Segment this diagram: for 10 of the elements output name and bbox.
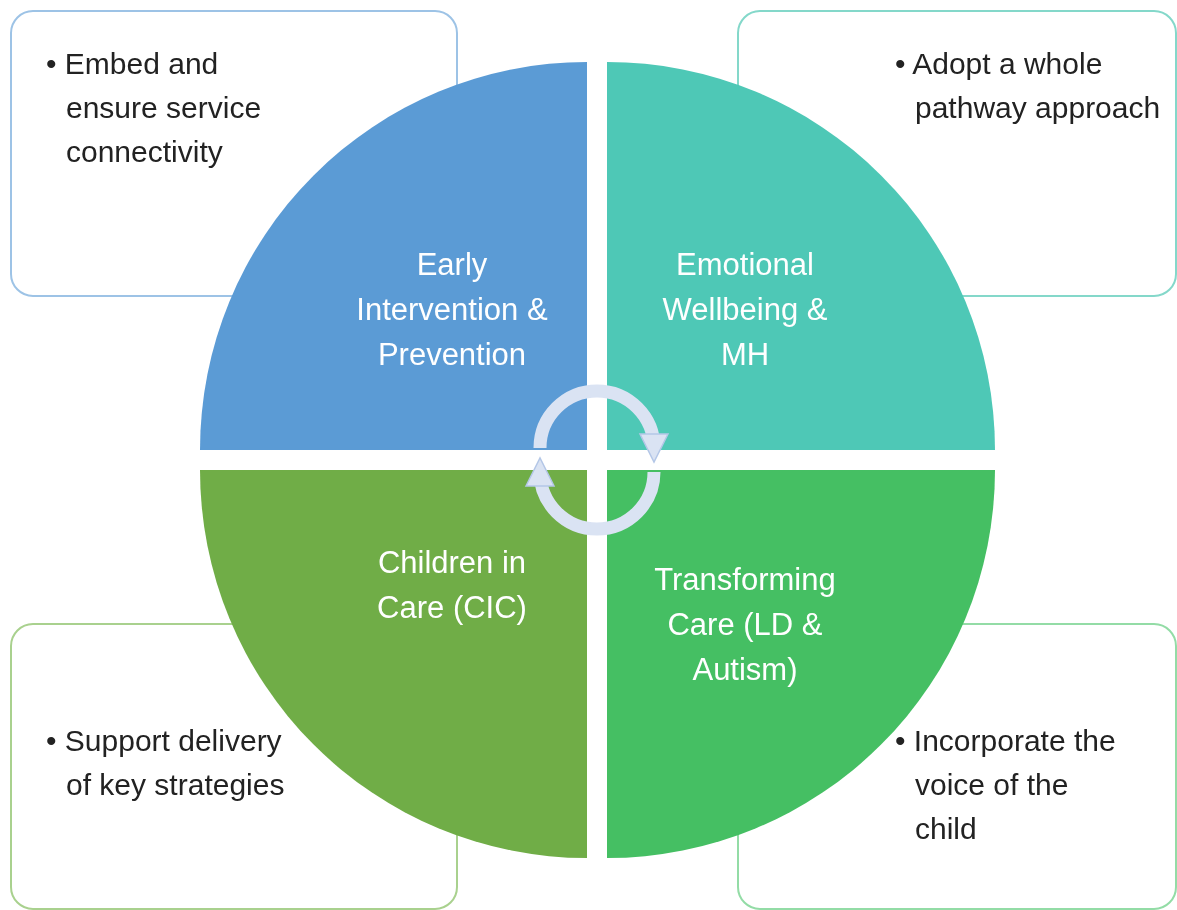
bullet-item: • Embed and ensure service connectivity [46,46,263,170]
segment-label: Early Intervention & Prevention [355,246,549,374]
bullet-item: • Support delivery of key strategies [46,723,286,803]
segment-label: Emotional Wellbeing & MH [661,246,829,374]
bullet-item: • Incorporate the voice of the child [895,723,1117,847]
segment-label: Children in Care (CIC) [376,544,528,627]
bullet-item: • Adopt a whole pathway approach [895,46,1162,126]
segment-label: Transforming Care (LD & Autism) [653,561,837,689]
curved-arrow [533,384,668,463]
curved-arrow [526,457,661,536]
